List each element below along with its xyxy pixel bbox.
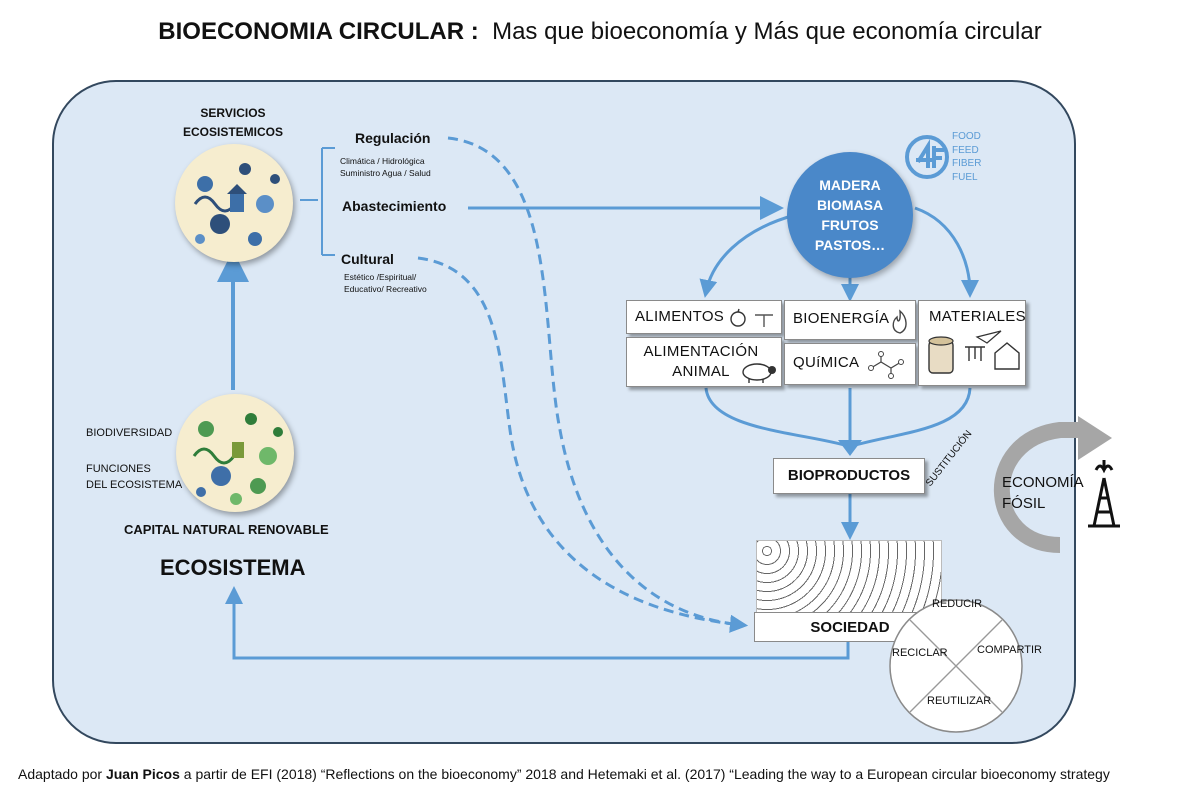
footer-author: Juan Picos (105, 766, 180, 782)
funciones-line1: FUNCIONES (86, 463, 151, 475)
fossil-line1: ECONOMÍA (1002, 474, 1084, 491)
reducir-label: REDUCIR (932, 598, 983, 610)
fossil-arrowhead (1078, 416, 1112, 460)
four-f-food: FOOD (952, 131, 981, 142)
cultural-sub2: Educativo/ Recreativo (344, 284, 427, 294)
merge-arrowhead (838, 440, 862, 456)
sociedad-label: SOCIEDAD (810, 619, 890, 636)
quimica-box: QUíMICA (784, 343, 916, 385)
fossil-u-arrow (993, 422, 1082, 553)
fire-icon (892, 309, 907, 334)
arrow-resource-right (914, 206, 979, 298)
quimica-label: QUíMICA (793, 354, 860, 371)
crowd-illustration (756, 540, 942, 618)
title-bold: BIOECONOMIA CIRCULAR : (158, 18, 479, 45)
bioenergia-box: BIOENERGÍA (784, 300, 916, 340)
alimentos-box: ALIMENTOS (626, 300, 782, 334)
services-bracket (300, 147, 335, 256)
footer-citation: a partir de EFI (2018) “Reflections on t… (179, 766, 1110, 782)
bioenergia-label: BIOENERGÍA (793, 310, 890, 327)
regulacion-details: Climática / Hidrológica Suministro Agua … (340, 155, 431, 179)
cultural-sub1: Estético /Espiritual/ (344, 272, 417, 282)
services-line1: SERVICIOS (200, 106, 266, 120)
alimentacion-line2: ANIMAL (672, 363, 730, 380)
services-pattern-icon (193, 163, 280, 246)
bioproductos-label: BIOPRODUCTOS (787, 467, 911, 484)
four-f-logo-icon (905, 135, 949, 179)
abastecimiento-label: Abastecimiento (342, 198, 447, 214)
sheep-icon (742, 363, 776, 383)
resource-pastos: PASTOS… (814, 237, 886, 253)
four-f-fiber: FIBER (952, 158, 982, 169)
dashed-arrow-regulacion (447, 136, 748, 633)
biodiversity-illustration (176, 394, 294, 512)
capital-label: CAPITAL NATURAL RENOVABLE (124, 522, 329, 537)
reciclar-label: RECICLAR (892, 647, 948, 659)
ecosistema-label: ECOSISTEMA (160, 555, 306, 580)
alimentacion-line1: ALIMENTACIÓN (643, 343, 759, 360)
arrow-products-right (851, 387, 972, 448)
cultural-label: Cultural (341, 251, 394, 267)
oil-derrick-icon (1088, 460, 1120, 528)
title-normal: Mas que bioeconomía y Más que economía c… (492, 18, 1042, 45)
four-f-fuel: FUEL (952, 171, 978, 183)
materiales-box: MATERIALES (918, 300, 1026, 386)
biodiversidad-label: BIODIVERSIDAD (86, 427, 173, 439)
resources-circle: MADERA BIOMASA FRUTOS PASTOS… (787, 152, 913, 278)
services-illustration (175, 144, 293, 262)
funciones-label: FUNCIONES DEL ECOSISTEMA (86, 461, 182, 493)
fossil-label: ECONOMÍA FÓSIL (1002, 472, 1084, 514)
four-f-list: FOOD FEED FIBER FUEL (952, 130, 981, 184)
regulacion-sub2: Suministro Agua / Salud (340, 168, 431, 178)
wheel-shape (889, 599, 1023, 733)
funciones-line2: DEL ECOSISTEMA (86, 479, 183, 491)
molecule-icon (868, 351, 904, 379)
circular-wheel: REDUCIR COMPARTIR REUTILIZAR RECICLAR (888, 598, 1042, 734)
reutilizar-label: REUTILIZAR (927, 695, 992, 707)
apple-icon (730, 308, 773, 327)
cultural-details: Estético /Espiritual/ Educativo/ Recreat… (344, 271, 427, 295)
alimentos-label: ALIMENTOS (635, 308, 725, 325)
services-line2: ECOSISTEMICOS (182, 125, 283, 139)
diagram-title: BIOECONOMIA CIRCULAR : Mas que bioeconom… (0, 18, 1200, 46)
alimentacion-animal-box: ALIMENTACIÓN ANIMAL (626, 337, 782, 387)
arrow-resource-left (699, 213, 796, 298)
fossil-line2: FÓSIL (1002, 495, 1046, 512)
regulacion-label: Regulación (355, 130, 431, 146)
alimentacion-label: ALIMENTACIÓN ANIMAL (631, 342, 771, 382)
arrow-sociedad-to-ecosistema (225, 586, 850, 660)
resource-frutos: FRUTOS (821, 217, 879, 233)
services-title: SERVICIOS ECOSISTEMICOS (170, 104, 296, 142)
biodiversity-pattern-icon (192, 413, 283, 505)
arrow-products-left (704, 387, 849, 448)
source-footer: Adaptado por Juan Picos a partir de EFI … (18, 766, 1110, 782)
footer-prefix: Adaptado por (18, 766, 106, 782)
regulacion-sub1: Climática / Hidrológica (340, 156, 425, 166)
resource-madera: MADERA (819, 177, 881, 193)
four-f-feed: FEED (952, 144, 979, 156)
materials-icons (928, 330, 1020, 374)
materiales-label: MATERIALES (929, 308, 1026, 325)
resource-biomasa: BIOMASA (816, 197, 884, 213)
dashed-arrow-cultural (417, 256, 748, 633)
bioproductos-box: BIOPRODUCTOS (773, 458, 925, 494)
compartir-label: COMPARTIR (977, 644, 1042, 656)
